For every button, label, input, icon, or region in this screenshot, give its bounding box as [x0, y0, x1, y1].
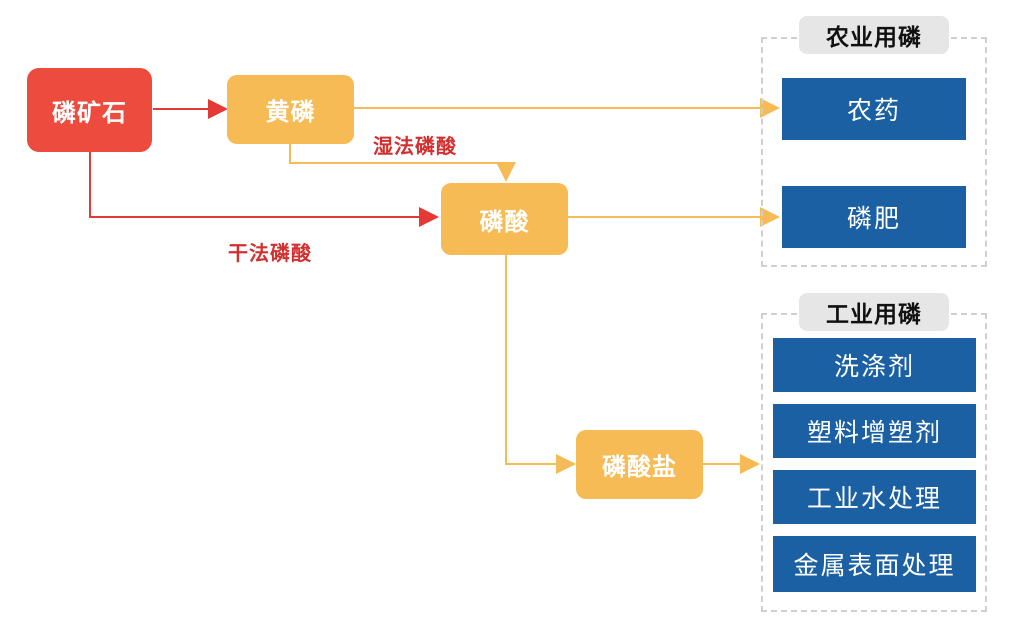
arrow-yellow-phosphorus-to-phosphoric-acid [289, 144, 516, 182]
node-phosphate-rock-label: 磷矿石 [52, 98, 127, 127]
app-industrial-water-treatment: 工业水处理 [773, 470, 976, 524]
node-yellow-phosphorus: 黄磷 [227, 75, 354, 144]
node-phosphoric-acid-label: 磷酸 [479, 207, 530, 236]
arrow-phosphoric-acid-to-phosphate-salt [505, 255, 576, 474]
app-plasticizer: 塑料增塑剂 [773, 404, 976, 458]
app-metal-surface-treatment: 金属表面处理 [773, 536, 976, 592]
label-dry-process: 干法磷酸 [228, 241, 312, 265]
node-phosphate-rock: 磷矿石 [27, 68, 152, 152]
app-pesticide: 农药 [782, 78, 966, 140]
app-pesticide-label: 农药 [846, 96, 901, 125]
app-phosphate-fertilizer-label: 磷肥 [846, 204, 901, 233]
node-phosphate-salt: 磷酸盐 [576, 430, 703, 499]
app-industrial-water-treatment-label: 工业水处理 [806, 484, 942, 513]
node-phosphoric-acid: 磷酸 [441, 183, 568, 255]
app-detergent-label: 洗涤剂 [833, 352, 915, 381]
app-plasticizer-label: 塑料增塑剂 [806, 418, 942, 447]
app-metal-surface-treatment-label: 金属表面处理 [793, 551, 956, 580]
arrow-rock-to-phosphoric-acid [89, 152, 439, 227]
label-wet-process: 湿法磷酸 [373, 134, 457, 158]
node-yellow-phosphorus-label: 黄磷 [265, 98, 316, 126]
agriculture-group-title: 农业用磷 [799, 16, 949, 54]
app-phosphate-fertilizer: 磷肥 [782, 186, 966, 248]
node-phosphate-salt-label: 磷酸盐 [602, 453, 677, 481]
app-detergent: 洗涤剂 [773, 338, 976, 392]
industry-group-title: 工业用磷 [799, 293, 949, 331]
